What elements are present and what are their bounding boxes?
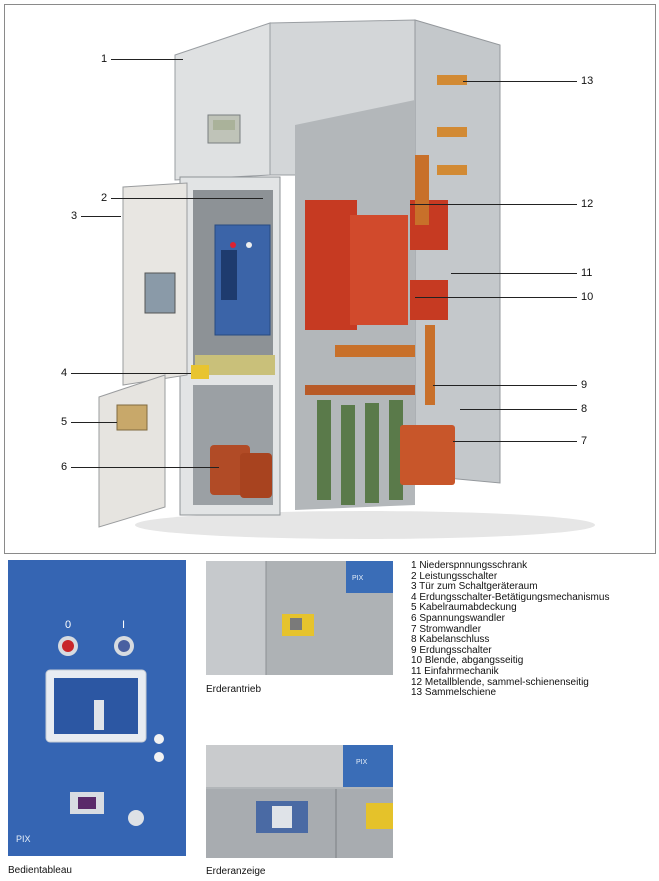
leader-line [415,297,577,298]
indicator-brand-label: PIX [356,759,368,766]
callout-9: 9 [581,379,588,391]
legend-item: 9 Erdungsschalter [411,644,492,656]
switchgear-illustration [98,19,595,539]
leader-line [460,409,577,410]
legend-item: 13 Sammelschiene [411,687,497,699]
leader-line [111,198,263,199]
leader-line [410,204,577,205]
leader-line [71,467,219,468]
component-legend: 1 Niederspnnungsschrank 2 Leistungsschal… [411,560,651,699]
legend-item: 7 Stromwandler [411,623,482,635]
callout-6: 6 [61,461,68,473]
svg-text:0: 0 [65,619,71,631]
legend-item: 3 Tür zum Schaltgeräteraum [411,581,538,593]
callout-3: 3 [71,210,78,222]
earthing-drive-photo: PIX [206,561,393,675]
earthing-indicator-photo: PIX [206,745,393,858]
caption-erderanzeige: Erderanzeige [206,866,266,877]
legend-item: 8 Kabelanschluss [411,634,490,646]
leader-line [463,81,577,82]
control-panel-photo: 0 I PIX [8,560,186,856]
leader-line [451,273,577,274]
legend-item: 11 Einfahrmechanik [411,665,499,677]
callout-7: 7 [581,435,588,447]
leader-line [71,422,117,423]
svg-text:I: I [122,619,125,631]
earthing-drive-illustration [206,561,393,675]
callout-5: 5 [61,416,68,428]
leader-line [433,385,577,386]
control-panel-illustration: 0 I [8,560,186,856]
caption-bedientableau: Bedientableau [8,865,72,876]
switchgear-cutaway-figure: 1 2 3 4 5 6 7 8 9 10 11 12 13 [4,4,656,554]
legend-item: 4 Erdungsschalter-Betätigungsmechanismus [411,591,610,603]
legend-item: 1 Niederspnnungsschrank [411,560,528,571]
legend-item: 6 Spannungswandler [411,612,505,624]
legend-item: 2 Leistungsschalter [411,570,498,582]
callout-8: 8 [581,403,588,415]
legend-item: 12 Metallblende, sammel-schienenseitig [411,676,589,688]
leader-line [71,373,191,374]
legend-item: 10 Blende, abgangsseitig [411,655,524,667]
leader-line [453,441,577,442]
callout-4: 4 [61,367,68,379]
callout-1: 1 [101,53,108,65]
callout-10: 10 [581,291,594,303]
callout-11: 11 [581,267,593,279]
leader-line [111,59,183,60]
caption-erderantrieb: Erderantrieb [206,684,262,695]
legend-item: 5 Kabelraumabdeckung [411,602,517,614]
leader-line [81,216,121,217]
earthing-indicator-illustration [206,745,393,858]
panel-brand-label: PIX [16,834,31,844]
callout-12: 12 [581,198,594,210]
callout-13: 13 [581,75,594,87]
callout-2: 2 [101,192,108,204]
drive-brand-label: PIX [352,575,364,582]
